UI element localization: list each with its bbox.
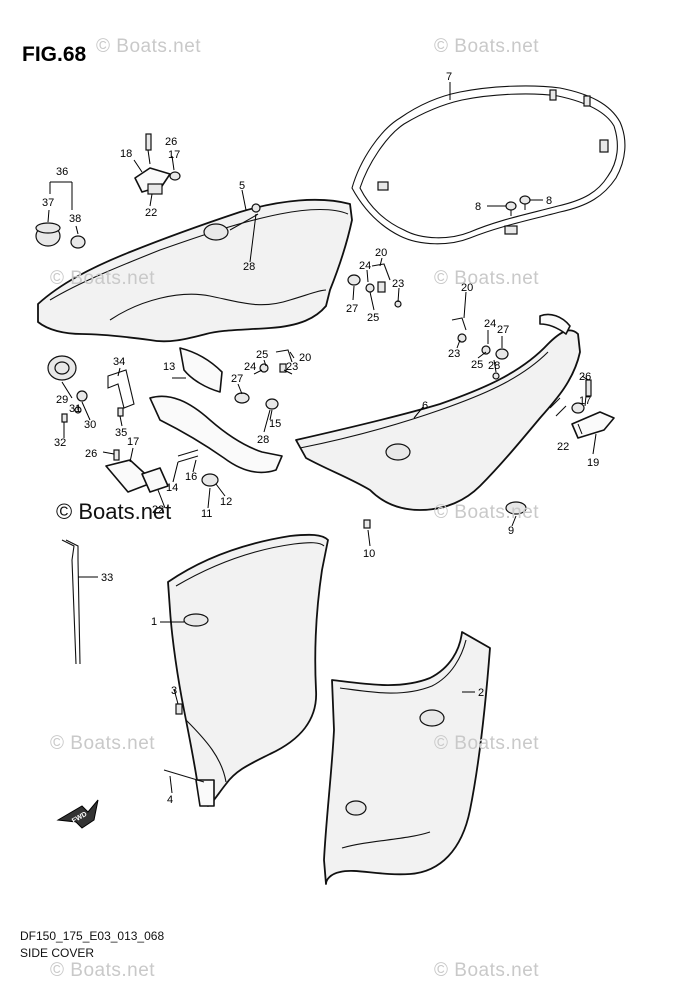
watermark: © Boats.net: [434, 960, 540, 981]
callout-31: 31: [69, 403, 81, 415]
part-8-grommet-pins: [505, 195, 531, 216]
figure-code: DF150_175_E03_013_068: [20, 929, 165, 943]
part-37-38-plugs: [35, 222, 86, 249]
callout-24c: 24: [244, 361, 256, 373]
part-3-4-screws: [163, 703, 205, 783]
part-19-latch: [571, 379, 615, 439]
callout-27c: 27: [497, 324, 509, 336]
part-5-rear-upper-cover: [37, 198, 353, 343]
callout-23c: 23: [286, 361, 298, 373]
callout-1: 1: [151, 616, 157, 628]
callout-5: 5: [239, 180, 245, 192]
callout-4: 4: [167, 794, 173, 806]
watermark: © Boats.net: [434, 502, 540, 523]
callout-19: 19: [587, 457, 599, 469]
part-2-right-side-cover: [323, 631, 491, 885]
part-13-bracket: [179, 347, 223, 393]
callout-27a: 27: [346, 303, 358, 315]
callout-3: 3: [171, 685, 177, 697]
callout-27b: 27: [231, 373, 243, 385]
callout-22a: 22: [145, 207, 157, 219]
watermark: © Boats.net: [434, 268, 540, 289]
callout-24a: 24: [359, 260, 371, 272]
callout-26b: 26: [85, 448, 97, 460]
callout-29: 29: [56, 394, 68, 406]
part-29-grommet: [47, 355, 77, 381]
part-7-seal: [351, 85, 626, 245]
callout-8b: 8: [546, 195, 552, 207]
callout-34: 34: [113, 356, 125, 368]
watermark: © Boats.net: [96, 36, 202, 57]
part-lower-rear-cover: [149, 392, 283, 487]
callout-14: 14: [166, 482, 178, 494]
callout-labels: 1 2 3 4 5 6 7 8 8 9 10 11 12 13 14 15 16…: [42, 71, 599, 806]
part-33-strap: [61, 539, 81, 665]
part-mid-fasteners: [259, 263, 509, 380]
callout-17b: 17: [127, 436, 139, 448]
callout-9: 9: [508, 525, 514, 537]
callout-25a: 25: [367, 312, 379, 324]
callout-26c: 26: [579, 371, 591, 383]
callout-33: 33: [101, 572, 113, 584]
callout-28c: 28: [488, 360, 500, 372]
callout-32: 32: [54, 437, 66, 449]
callout-13: 13: [163, 361, 175, 373]
callout-28a: 28: [243, 261, 255, 273]
part-9-cap: [505, 501, 527, 515]
callout-15: 15: [269, 418, 281, 430]
watermark: © Boats.net: [50, 268, 156, 289]
leader-lines: [47, 82, 597, 794]
callout-17a: 17: [168, 149, 180, 161]
callout-22b: 22: [152, 504, 164, 516]
part-10-screw: [363, 519, 371, 529]
figure-title: FIG.68: [22, 43, 87, 66]
watermark: © Boats.net: [434, 733, 540, 754]
callout-20c: 20: [299, 352, 311, 364]
callout-18: 18: [120, 148, 132, 160]
watermark-strong: © Boats.net: [56, 499, 172, 524]
callout-2: 2: [478, 687, 484, 699]
part-18-latch: [134, 133, 181, 195]
callout-16: 16: [185, 471, 197, 483]
callout-38: 38: [69, 213, 81, 225]
forward-arrow-icon: FWD: [56, 799, 99, 829]
callout-10: 10: [363, 548, 375, 560]
callout-22c: 22: [557, 441, 569, 453]
callout-25c: 25: [256, 349, 268, 361]
callout-6: 6: [422, 400, 428, 412]
callout-12: 12: [220, 496, 232, 508]
watermark: © Boats.net: [50, 733, 156, 754]
callout-7: 7: [446, 71, 452, 83]
callout-23a: 23: [392, 278, 404, 290]
callout-30: 30: [84, 419, 96, 431]
callout-23b: 23: [448, 348, 460, 360]
figure-caption: SIDE COVER: [20, 946, 95, 960]
callout-24b: 24: [484, 318, 496, 330]
callout-37: 37: [42, 197, 54, 209]
callout-20a: 20: [375, 247, 387, 259]
callout-36: 36: [56, 166, 68, 178]
callout-26a: 26: [165, 136, 177, 148]
callout-28b: 28: [257, 434, 269, 446]
watermark: © Boats.net: [50, 960, 156, 981]
callout-17c: 17: [579, 395, 591, 407]
callout-8a: 8: [475, 201, 481, 213]
callout-20b: 20: [461, 282, 473, 294]
callout-11: 11: [201, 508, 212, 520]
callout-35: 35: [115, 427, 127, 439]
callout-25b: 25: [471, 359, 483, 371]
part-6-front-upper-cover: [295, 313, 581, 511]
watermark: © Boats.net: [434, 36, 540, 57]
part-1-left-side-cover: [167, 533, 329, 807]
